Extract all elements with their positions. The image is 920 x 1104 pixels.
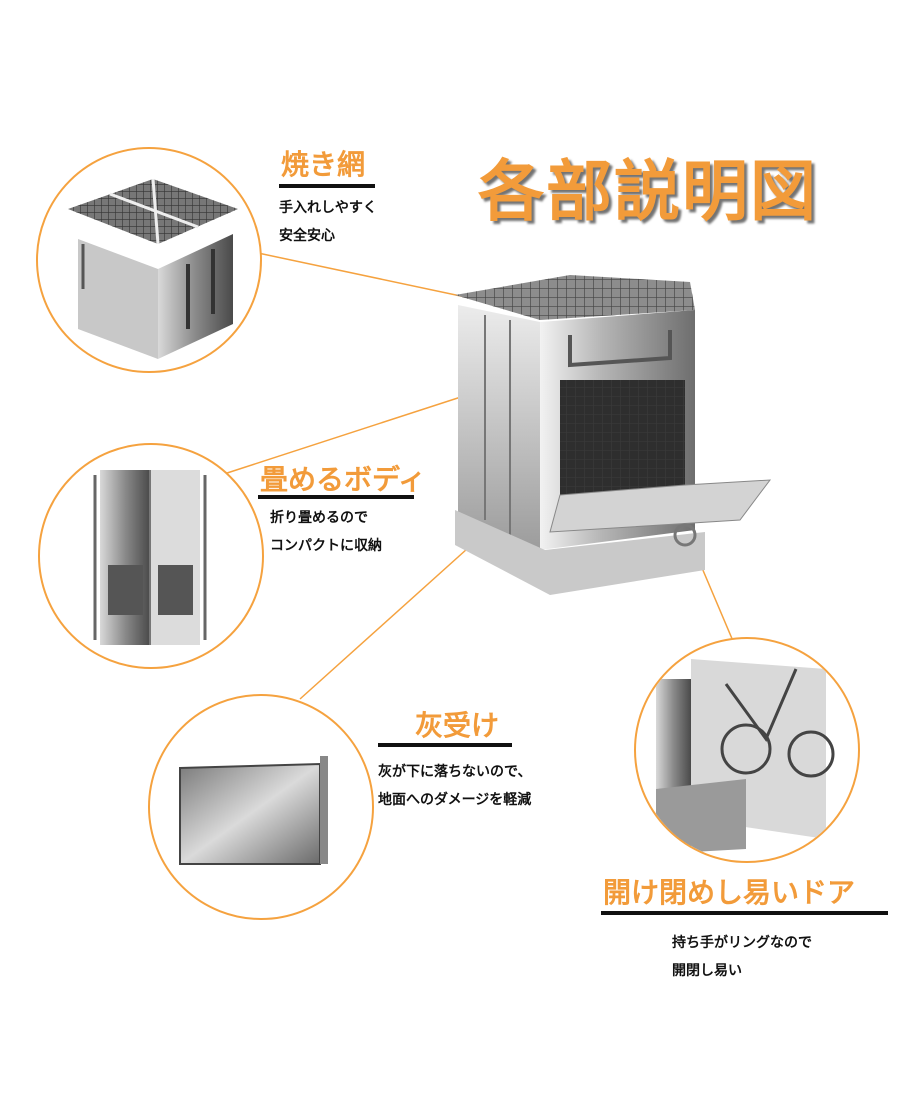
door-heading-underline xyxy=(601,911,888,915)
folding-body-desc-line-2: コンパクトに収納 xyxy=(270,538,382,554)
door-ring-detail-image xyxy=(634,637,860,863)
grill-heading: 焼き網 xyxy=(281,148,366,181)
stove-main-image xyxy=(440,270,780,600)
grill-detail-image xyxy=(36,147,262,373)
ash-tray-desc-line-2: 地面へのダメージを軽減 xyxy=(378,792,532,808)
folding-body-heading-underline xyxy=(258,495,414,499)
folding-body-heading: 畳めるボディ xyxy=(260,463,427,496)
connector-ash xyxy=(299,530,488,700)
connector-body xyxy=(223,394,468,475)
ash-tray-heading-underline xyxy=(378,743,512,747)
ash-tray-desc-line-1: 灰が下に落ちないので、 xyxy=(378,764,532,780)
ash-tray-detail-image xyxy=(148,694,374,920)
grill-desc-line-2: 安全安心 xyxy=(279,228,335,244)
connector-grill xyxy=(257,252,471,299)
folding-body-desc-line-1: 折り畳めるので xyxy=(270,510,368,526)
folding-body-detail-image xyxy=(38,443,264,669)
grill-desc-line-1: 手入れしやすく xyxy=(279,200,377,216)
grill-heading-underline xyxy=(279,184,375,188)
page-title: 各部説明図 xyxy=(478,153,818,230)
door-desc-line-2: 開閉し易い xyxy=(672,963,742,979)
door-heading: 開け閉めし易いドア xyxy=(603,876,856,909)
ash-tray-heading: 灰受け xyxy=(415,709,500,742)
door-desc-line-1: 持ち手がリングなので xyxy=(672,935,812,951)
